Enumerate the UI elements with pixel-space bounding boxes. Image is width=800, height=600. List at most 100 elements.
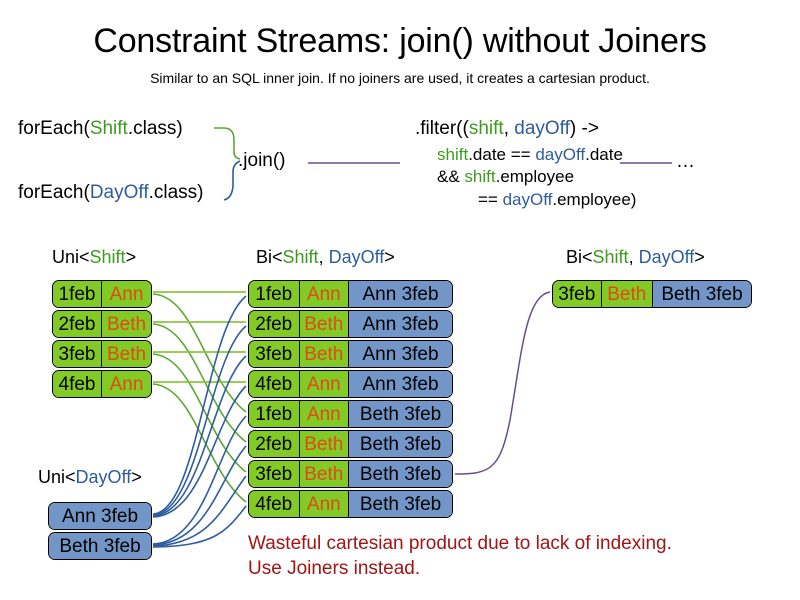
- code-filter-line-4: == dayOff.employee): [478, 188, 636, 212]
- code-text: .employee): [552, 190, 637, 209]
- type-dayoff: DayOff: [638, 247, 695, 267]
- code-filter-line-1: .filter((shift, dayOff) ->: [415, 117, 599, 141]
- header-text: Bi<: [256, 247, 283, 267]
- header-bi-right: Bi<Shift, DayOff>: [566, 246, 705, 268]
- shift-employee: Ann: [101, 281, 151, 307]
- header-uni-shift: Uni<Shift>: [52, 246, 136, 268]
- result-employee: Beth: [600, 281, 653, 307]
- code-text: .class): [148, 182, 204, 203]
- bi-shift-date: 4feb: [249, 371, 299, 397]
- bi-shift-employee: Ann: [298, 401, 349, 427]
- code-text: .employee: [495, 167, 575, 186]
- type-shift: Shift: [592, 247, 629, 267]
- shift-date: 4feb: [53, 371, 101, 397]
- header-text: >: [694, 247, 705, 267]
- code-text: ,: [503, 118, 515, 139]
- code-ellipsis: …: [676, 151, 695, 172]
- result-date: 3feb: [553, 281, 601, 307]
- code-text: .date ==: [468, 145, 536, 164]
- bi-dayoff: Beth 3feb: [348, 491, 452, 517]
- dayoff-label: Ann 3feb: [49, 503, 151, 529]
- dayoff-tuple[interactable]: Ann 3feb: [48, 502, 152, 530]
- code-text: .class): [127, 118, 183, 139]
- warning-note: Wasteful cartesian product due to lack o…: [248, 531, 768, 581]
- warning-line-1: Wasteful cartesian product due to lack o…: [248, 533, 672, 554]
- code-text: &&: [437, 167, 465, 186]
- code-text: ) ->: [569, 118, 599, 139]
- bi-shift-employee: Ann: [298, 491, 349, 517]
- code-text: .date: [585, 145, 623, 164]
- bi-dayoff: Beth 3feb: [348, 401, 452, 427]
- bi-shift-date: 2feb: [249, 431, 299, 457]
- warning-line-2: Use Joiners instead.: [248, 558, 421, 579]
- bi-shift-date: 3feb: [249, 341, 299, 367]
- shift-employee: Ann: [101, 371, 151, 397]
- result-dayoff: Beth 3feb: [652, 281, 751, 307]
- header-text: Bi<: [566, 247, 593, 267]
- code-foreach-shift: forEach(Shift.class): [18, 117, 183, 141]
- header-text: ,: [628, 247, 639, 267]
- bi-shift-date: 1feb: [249, 401, 299, 427]
- bi-dayoff: Beth 3feb: [348, 461, 452, 487]
- header-uni-dayoff: Uni<DayOff>: [38, 466, 142, 488]
- shift-employee: Beth: [101, 311, 151, 337]
- result-tuple[interactable]: 3feb Beth Beth 3feb: [552, 280, 752, 308]
- type-dayoff: DayOff: [328, 247, 385, 267]
- bi-shift-date: 1feb: [249, 281, 299, 307]
- dayoff-tuple[interactable]: Beth 3feb: [48, 532, 152, 560]
- page-title: Constraint Streams: join() without Joine…: [93, 22, 707, 60]
- param-dayoff: dayOff: [514, 118, 570, 139]
- bi-shift-date: 2feb: [249, 311, 299, 337]
- code-join-label: .join(): [238, 150, 286, 171]
- type-dayoff: DayOff: [89, 182, 149, 203]
- header-text: >: [384, 247, 395, 267]
- code-text: ==: [478, 190, 503, 209]
- shift-employee: Beth: [101, 341, 151, 367]
- bi-shift-employee: Beth: [298, 461, 349, 487]
- param-shift: shift: [468, 118, 504, 139]
- bi-dayoff: Ann 3feb: [348, 371, 452, 397]
- header-text: >: [125, 247, 137, 267]
- code-text: forEach(: [18, 182, 90, 203]
- shift-date: 3feb: [53, 341, 101, 367]
- type-shift: Shift: [282, 247, 319, 267]
- bi-dayoff: Ann 3feb: [348, 311, 452, 337]
- header-bi-middle: Bi<Shift, DayOff>: [256, 246, 395, 268]
- bi-shift-employee: Beth: [298, 431, 349, 457]
- bi-dayoff: Ann 3feb: [348, 281, 452, 307]
- dayoff-label: Beth 3feb: [49, 533, 151, 559]
- bi-shift-employee: Ann: [298, 281, 349, 307]
- type-shift: Shift: [89, 247, 126, 267]
- bi-dayoff: Ann 3feb: [348, 341, 452, 367]
- type-dayoff: DayOff: [75, 467, 132, 487]
- page-subtitle: Similar to an SQL inner join. If no join…: [150, 70, 650, 86]
- param-dayoff: dayOff: [535, 145, 586, 164]
- bi-shift-employee: Beth: [298, 311, 349, 337]
- bi-dayoff: Beth 3feb: [348, 431, 452, 457]
- param-shift: shift: [464, 167, 496, 186]
- shift-date: 1feb: [53, 281, 101, 307]
- code-foreach-dayoff: forEach(DayOff.class): [18, 181, 204, 205]
- shift-date: 2feb: [53, 311, 101, 337]
- code-text: .filter((: [415, 118, 469, 139]
- code-text: forEach(: [18, 118, 90, 139]
- bi-shift-date: 3feb: [249, 461, 299, 487]
- header-text: >: [131, 467, 142, 487]
- header-text: ,: [318, 247, 329, 267]
- bi-shift-employee: Beth: [298, 341, 349, 367]
- bi-shift-date: 4feb: [249, 491, 299, 517]
- param-shift: shift: [437, 145, 469, 164]
